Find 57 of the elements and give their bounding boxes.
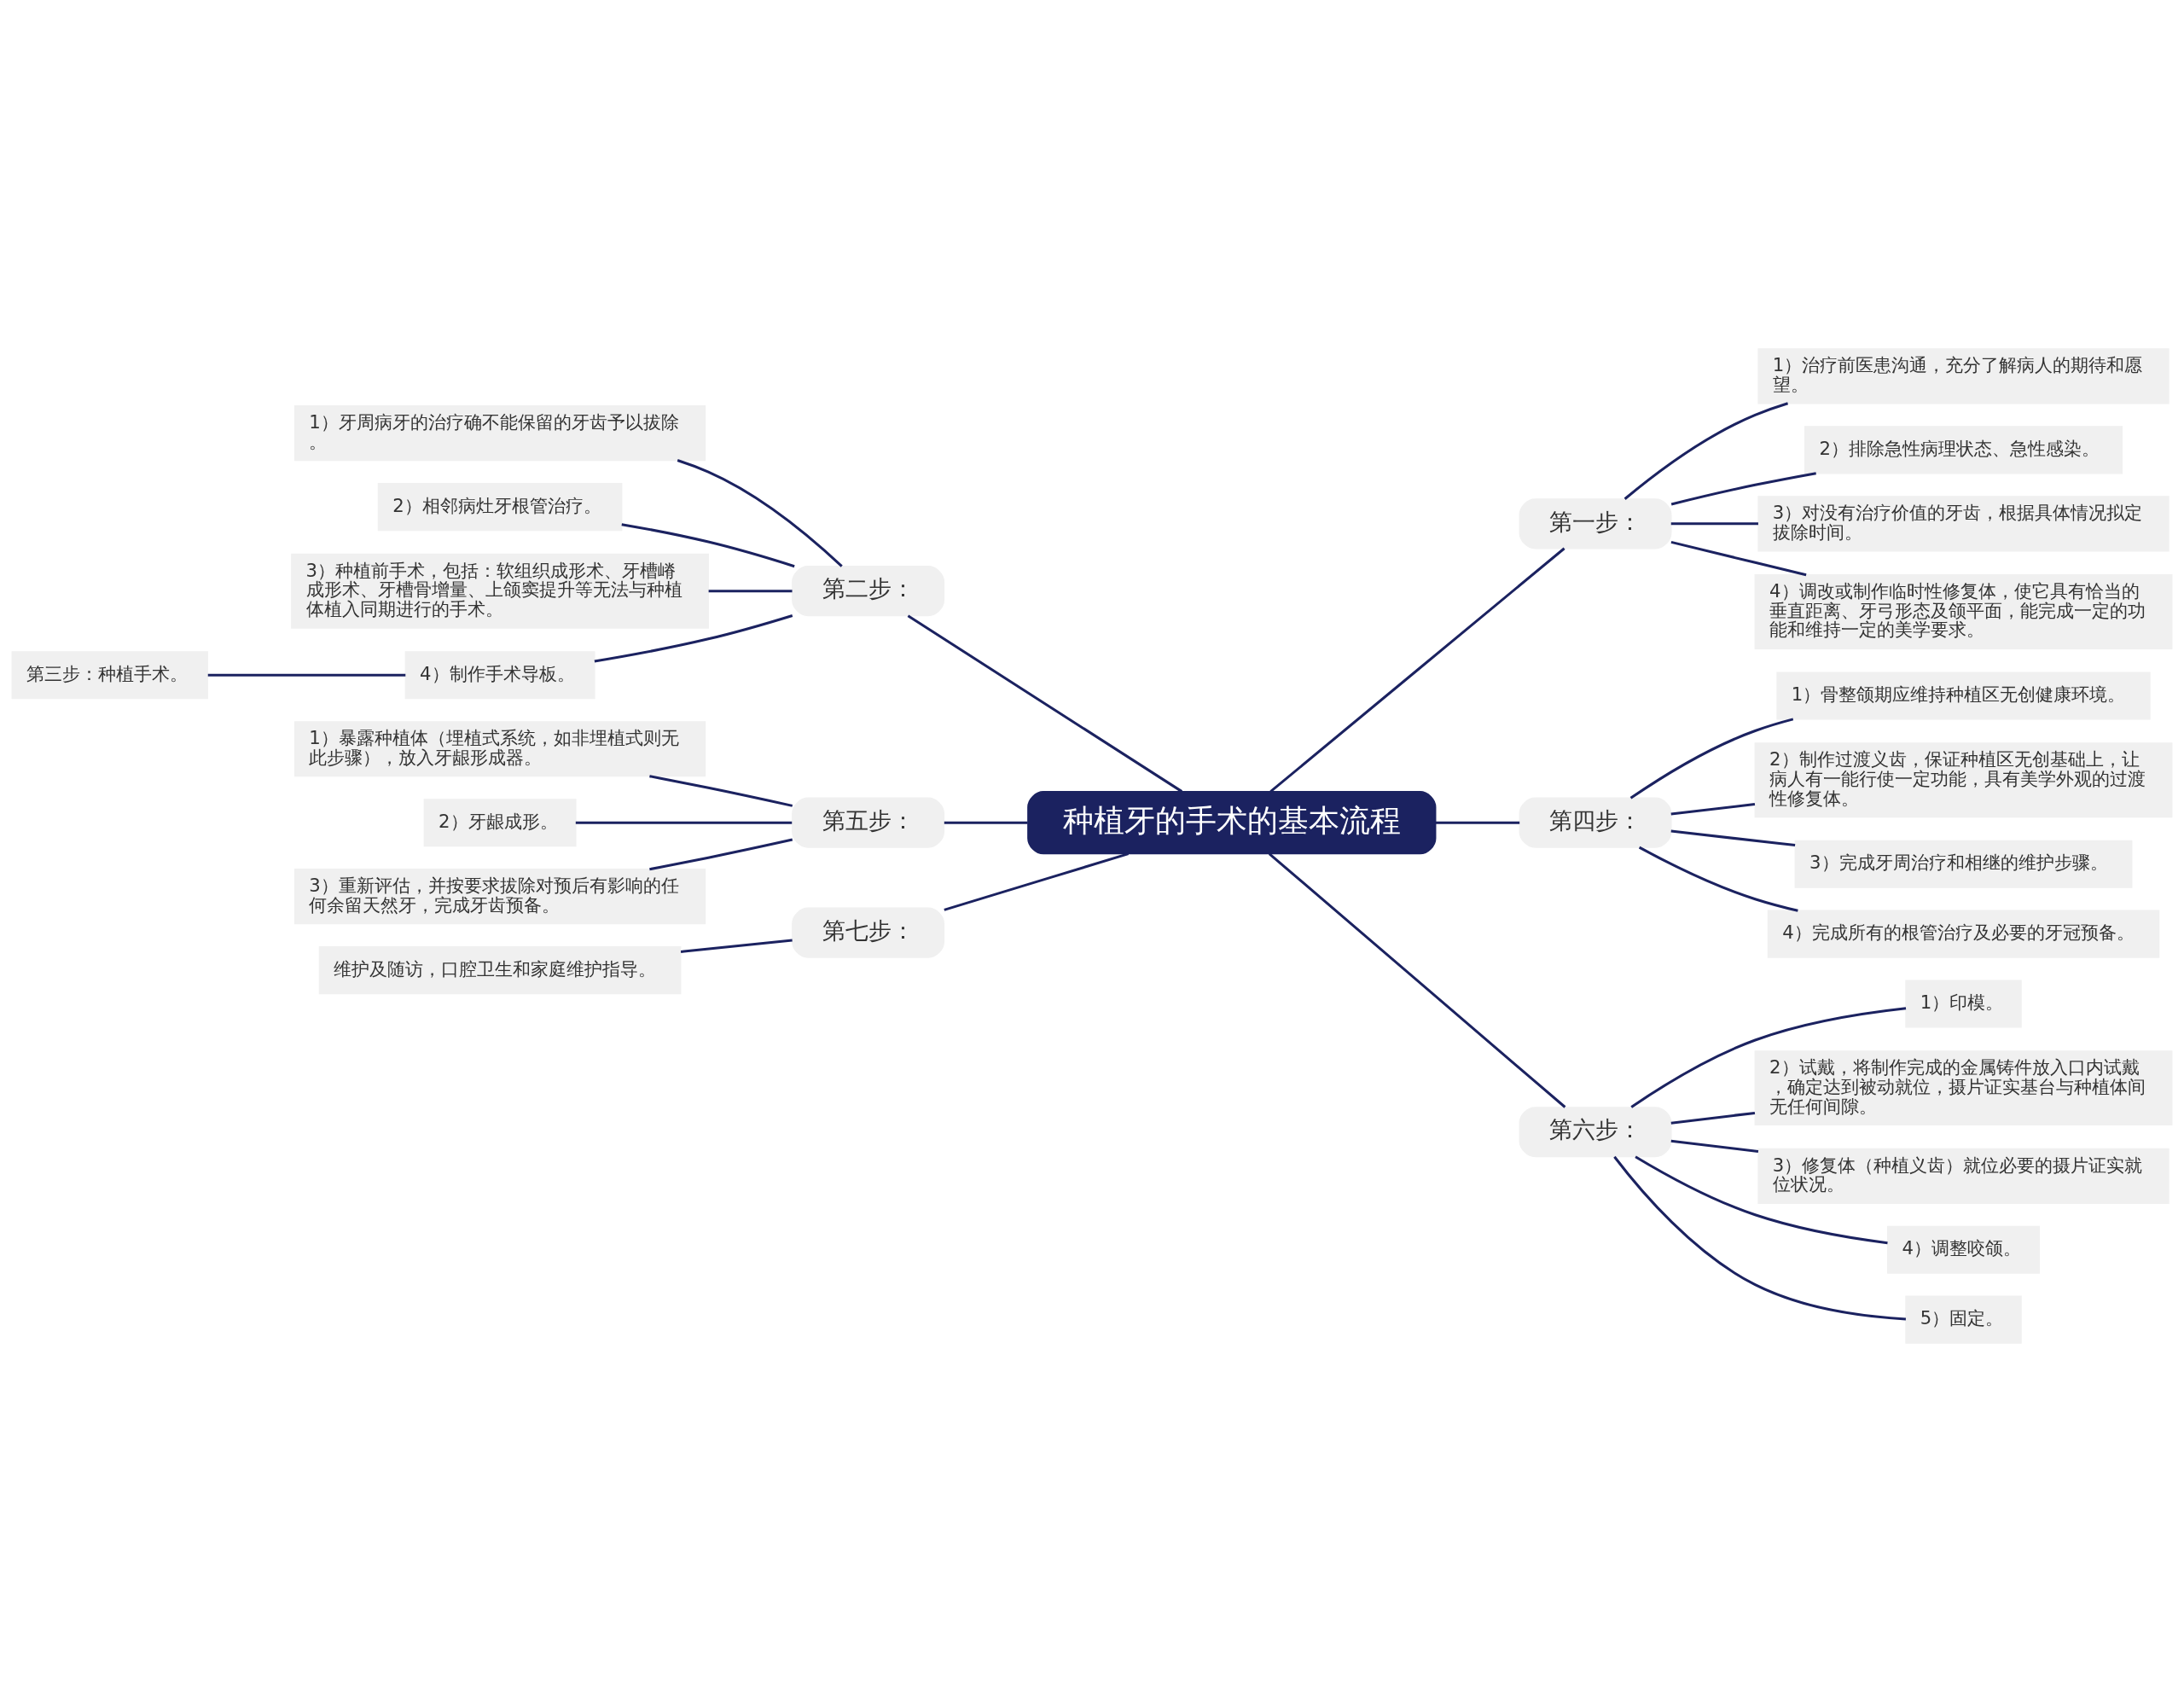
node-box: 第四步：	[1519, 797, 1672, 848]
connector	[944, 852, 1130, 911]
connector	[1638, 846, 1798, 912]
connector	[1670, 472, 1816, 506]
connector	[575, 821, 793, 824]
connector	[649, 838, 793, 871]
connector	[1670, 522, 1758, 526]
node-box: 4）制作手术导板。	[404, 651, 595, 700]
node-box: 第二步：	[792, 566, 945, 617]
node-box: 1）暴露种植体（埋植式系统，如非埋植式则无此步骤），放入牙龈形成器。	[293, 721, 706, 777]
node-box: 2）牙龈成形。	[423, 799, 577, 847]
node-box: 2）制作过渡义齿，保证种植区无创基础上，让病人有一能行使一定功能，具有美学外观的过渡性修复体。	[1754, 742, 2173, 818]
connector	[1269, 547, 1565, 793]
node-box: 3）修复体（种植义齿）就位必要的摄片证实就位状况。	[1757, 1148, 2169, 1204]
node-box: 1）印模。	[1905, 980, 2022, 1028]
connector	[1613, 1155, 1906, 1321]
node-box: 第五步：	[792, 797, 945, 848]
connector	[1670, 1139, 1759, 1153]
node-box: 种植牙的手术的基本流程	[1027, 791, 1437, 855]
connector	[1670, 829, 1796, 847]
connector	[621, 523, 795, 568]
connector	[1268, 852, 1566, 1108]
connector	[680, 939, 793, 953]
connector	[1670, 803, 1756, 816]
node-box: 4）调整咬颌。	[1887, 1225, 2041, 1274]
node-box: 1）牙周病牙的治疗确不能保留的牙齿予以拔除。	[293, 405, 706, 462]
connector	[944, 821, 1028, 824]
node-box: 第六步：	[1519, 1107, 1672, 1158]
node-box: 4）完成所有的根管治疗及必要的牙冠预备。	[1767, 910, 2160, 958]
connector	[1635, 1155, 1888, 1245]
connector	[207, 673, 406, 677]
connector	[1435, 821, 1520, 824]
connector	[907, 614, 1183, 793]
node-box: 2）试戴，将制作完成的金属铸件放入口内试戴，确定达到被动就位，摄片证实基台与种植体间无任何间隙。	[1754, 1050, 2173, 1126]
node-box: 3）对没有治疗价值的牙齿，根据具体情况拟定拔除时间。	[1757, 496, 2169, 552]
node-box: 5）固定。	[1905, 1295, 2022, 1344]
connector	[708, 590, 793, 593]
connector	[1630, 1007, 1907, 1108]
node-box: 2）相邻病灶牙根管治疗。	[377, 483, 623, 532]
connector	[1670, 540, 1807, 577]
node-box: 3）完成牙周治疗和相继的维护步骤。	[1794, 840, 2133, 888]
connector	[677, 459, 843, 567]
node-box: 3）重新评估，并按要求拔除对预后有影响的任何余留天然牙，完成牙齿预备。	[293, 869, 706, 925]
node-box: 3）种植前手术，包括：软组织成形术、牙槽嵴成形术、牙槽骨增量、上颌窦提升等无法与种植体植入同期进行的手术。	[291, 553, 710, 629]
node-box: 1）骨整颌期应维持种植区无创健康环境。	[1776, 672, 2151, 720]
node-box: 第七步：	[792, 907, 945, 958]
node-box: 1）治疗前医患沟通，充分了解病人的期待和愿望。	[1757, 348, 2169, 404]
connector	[1629, 718, 1794, 799]
connector	[1623, 402, 1789, 500]
node-box: 维护及随访，口腔卫生和家庭维护指导。	[318, 946, 682, 995]
node-box: 第一步：	[1519, 498, 1672, 549]
connector	[1670, 1111, 1756, 1125]
node-box: 第三步：种植手术。	[11, 651, 209, 700]
node-box: 4）调改或制作临时性修复体，使它具有恰当的垂直距离、牙弓形态及颌平面，能完成一定的功能和维持一定的美学要求。	[1754, 574, 2173, 649]
connector	[649, 775, 793, 807]
connector	[594, 614, 793, 663]
node-box: 2）排除急性病理状态、急性感染。	[1804, 426, 2123, 474]
